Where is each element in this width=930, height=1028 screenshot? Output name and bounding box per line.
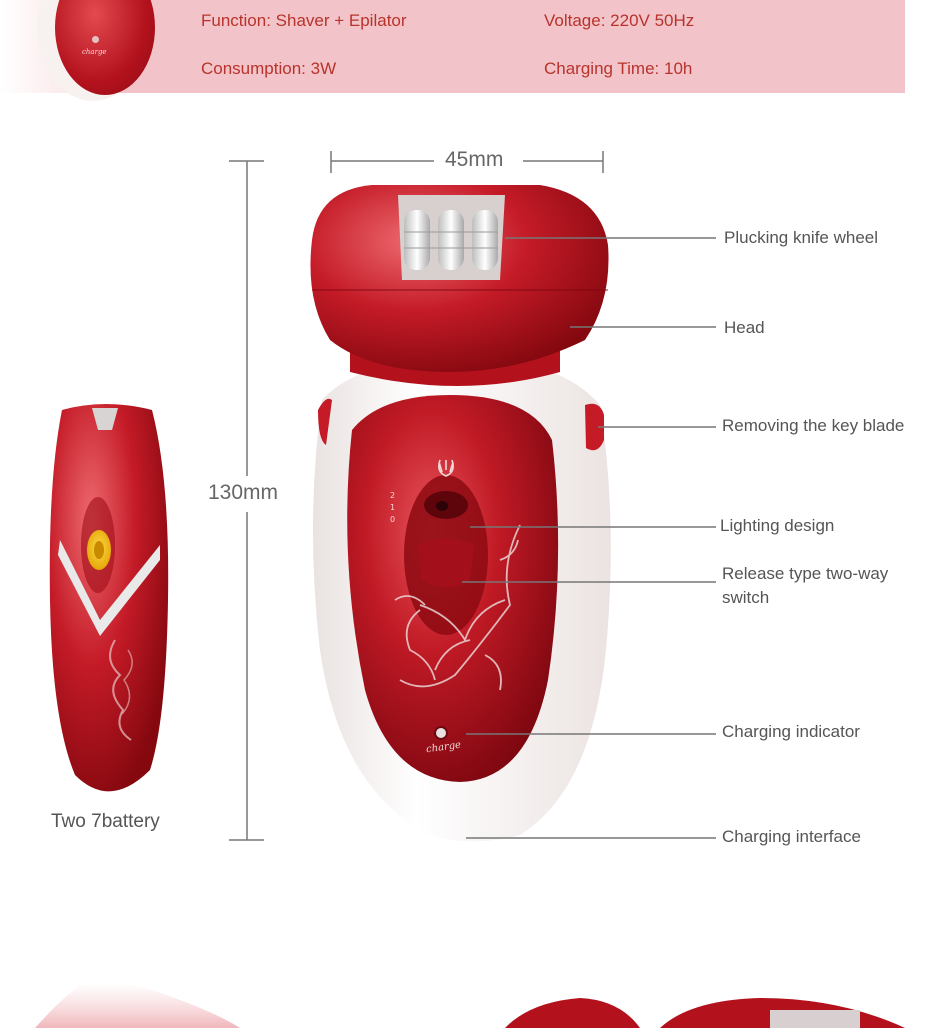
svg-text:1: 1 <box>390 503 395 512</box>
spec-consumption: Consumption: 3W <box>201 59 337 78</box>
hand-icon <box>438 459 454 477</box>
callout-charging-interface: Charging interface <box>722 827 861 846</box>
side-device-caption: Two 7battery <box>51 811 160 832</box>
svg-text:2: 2 <box>390 491 395 500</box>
left-side-button <box>318 398 332 445</box>
height-dimension-label: 130mm <box>208 481 279 504</box>
height-dimension-line <box>229 160 264 841</box>
charging-indicator-led <box>434 726 448 740</box>
callout-charging-indicator: Charging indicator <box>722 722 860 741</box>
side-device <box>49 404 169 792</box>
callout-lines <box>462 237 716 839</box>
callout-release-switch: Release type two-way switch <box>722 564 889 607</box>
width-dimension-label: 45mm <box>445 148 504 171</box>
callout-plucking-knife-wheel: Plucking knife wheel <box>724 228 879 247</box>
thumbnail-indicator-dot <box>92 36 99 43</box>
spec-function: Function: Shaver + Epilator <box>201 11 407 30</box>
svg-text:0: 0 <box>390 515 395 524</box>
width-dimension-line <box>330 151 604 173</box>
callout-removing-key-blade: Removing the key blade <box>722 416 905 435</box>
bottom-preview-images <box>35 982 905 1028</box>
spec-voltage: Voltage: 220V 50Hz <box>544 11 695 30</box>
thumbnail-charge-text: charge <box>82 48 107 56</box>
callout-lighting-design: Lighting design <box>720 516 835 535</box>
blade-release-button <box>585 403 604 451</box>
spec-charging-time: Charging Time: 10h <box>544 59 693 78</box>
callout-head: Head <box>724 318 765 337</box>
floral-decoration <box>394 524 521 691</box>
plucking-rollers <box>398 195 505 280</box>
